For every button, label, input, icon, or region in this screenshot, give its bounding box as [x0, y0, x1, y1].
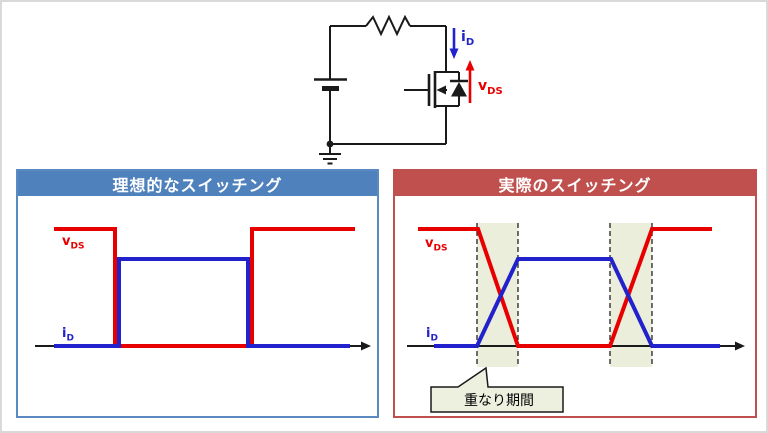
ground-icon	[319, 144, 341, 165]
diode-icon	[451, 82, 467, 97]
id-label-ideal: iD	[62, 326, 74, 344]
vds-label-actual: vDS	[425, 236, 448, 254]
circuit-vds-label: vDS	[478, 78, 503, 97]
current-arrowhead-icon	[449, 48, 459, 59]
panel-actual-switching: 実際のスイッチング 重なり期間 vDS iD	[393, 169, 757, 418]
mosfet-arrow-icon	[436, 85, 446, 95]
ideal-waveform-plot	[35, 227, 371, 351]
resistor-icon	[365, 14, 411, 37]
panel-title-ideal: 理想的なスイッチング	[18, 171, 377, 196]
circuit-diagram	[314, 14, 475, 165]
circuit-id-label: iD	[461, 29, 475, 48]
panel-title-actual: 実際のスイッチング	[395, 171, 755, 196]
vds-label-ideal: vDS	[62, 234, 85, 252]
panel-ideal-switching: 理想的なスイッチング vDS iD	[16, 169, 379, 418]
time-axis-arrow-icon	[361, 341, 371, 351]
id-trace-actual	[434, 257, 720, 348]
vds-trace-ideal	[54, 227, 355, 348]
actual-waveform-plot: 重なり期間	[407, 223, 745, 413]
overlap-callout-label: 重なり期間	[464, 393, 534, 409]
id-label-actual: iD	[426, 326, 438, 344]
voltage-arrowhead-icon	[465, 60, 475, 71]
vds-trace-actual	[418, 227, 712, 348]
id-trace-ideal	[54, 257, 350, 348]
overlap-callout	[430, 366, 564, 413]
time-axis-arrow-icon	[735, 341, 745, 351]
